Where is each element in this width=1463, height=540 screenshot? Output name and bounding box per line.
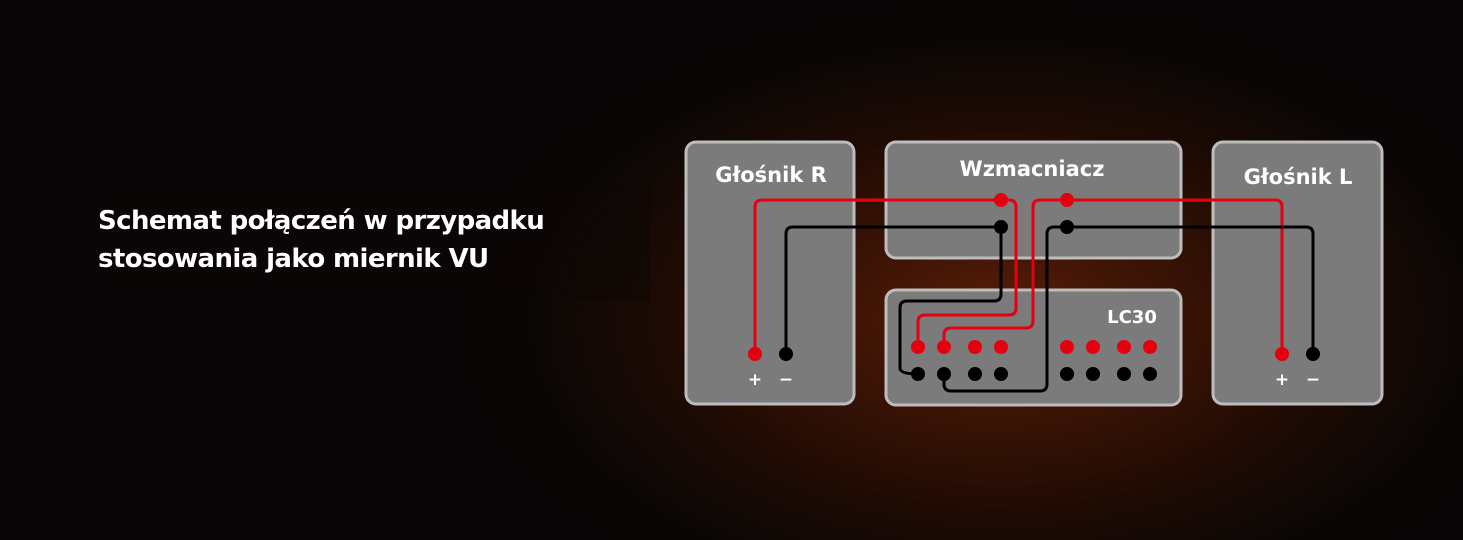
lc30-terminal [994,367,1008,381]
speaker-r-minus-label: − [779,370,793,390]
lc30-terminal [1086,367,1100,381]
lc30-terminal [1143,340,1157,354]
amplifier-l-minus-terminal [1060,220,1074,234]
lc30-terminal [911,367,925,381]
speaker-l-minus-terminal [1306,347,1320,361]
speaker-r-box [684,140,856,406]
lc30-terminal [1117,367,1131,381]
amplifier-l-plus-terminal [1060,193,1074,207]
caption-line-2: stosowania jako miernik VU [98,244,489,274]
speaker-r-title: Głośnik R [715,163,827,187]
speaker-r-minus-terminal [779,347,793,361]
caption-panel: Schemat połączeń w przypadku stosowania … [98,182,650,300]
amplifier-r-minus-terminal [994,220,1008,234]
lc30-terminal [1060,340,1074,354]
speaker-l-plus-label: + [1275,370,1289,390]
lc30-terminal [911,340,925,354]
lc30-terminal [1060,367,1074,381]
speaker-r-plus-terminal [748,347,762,361]
lc30-terminal [937,367,951,381]
wire-r-positive-lc30 [916,198,1018,347]
speaker-l-minus-label: − [1306,370,1320,390]
speaker-l-plus-terminal [1275,347,1289,361]
lc30-terminal [994,340,1008,354]
wire-r-negative-lc30 [898,227,1003,376]
lc30-title: LC30 [1107,307,1157,328]
wire-l-positive-lc30 [942,198,1067,347]
wire-r-positive-speaker [753,198,1001,354]
lc30-terminal [1143,367,1157,381]
lc30-terminal [1117,340,1131,354]
lc30-terminal [968,340,982,354]
wire-r-negative-speaker [784,225,1001,354]
amplifier-title: Wzmacniacz [960,157,1105,181]
caption-line-1: Schemat połączeń w przypadku [98,206,545,236]
speaker-r-plus-label: + [748,370,762,390]
lc30-terminal [1086,340,1100,354]
wire-l-negative-speaker [1067,225,1315,354]
lc30-terminal [968,367,982,381]
wire-l-positive-speaker [1067,198,1284,354]
lc30-terminal [937,340,951,354]
speaker-l-box [1211,140,1384,406]
amplifier-r-plus-terminal [994,193,1008,207]
speaker-l-title: Głośnik L [1244,165,1353,189]
wire-l-negative-lc30 [942,225,1067,393]
